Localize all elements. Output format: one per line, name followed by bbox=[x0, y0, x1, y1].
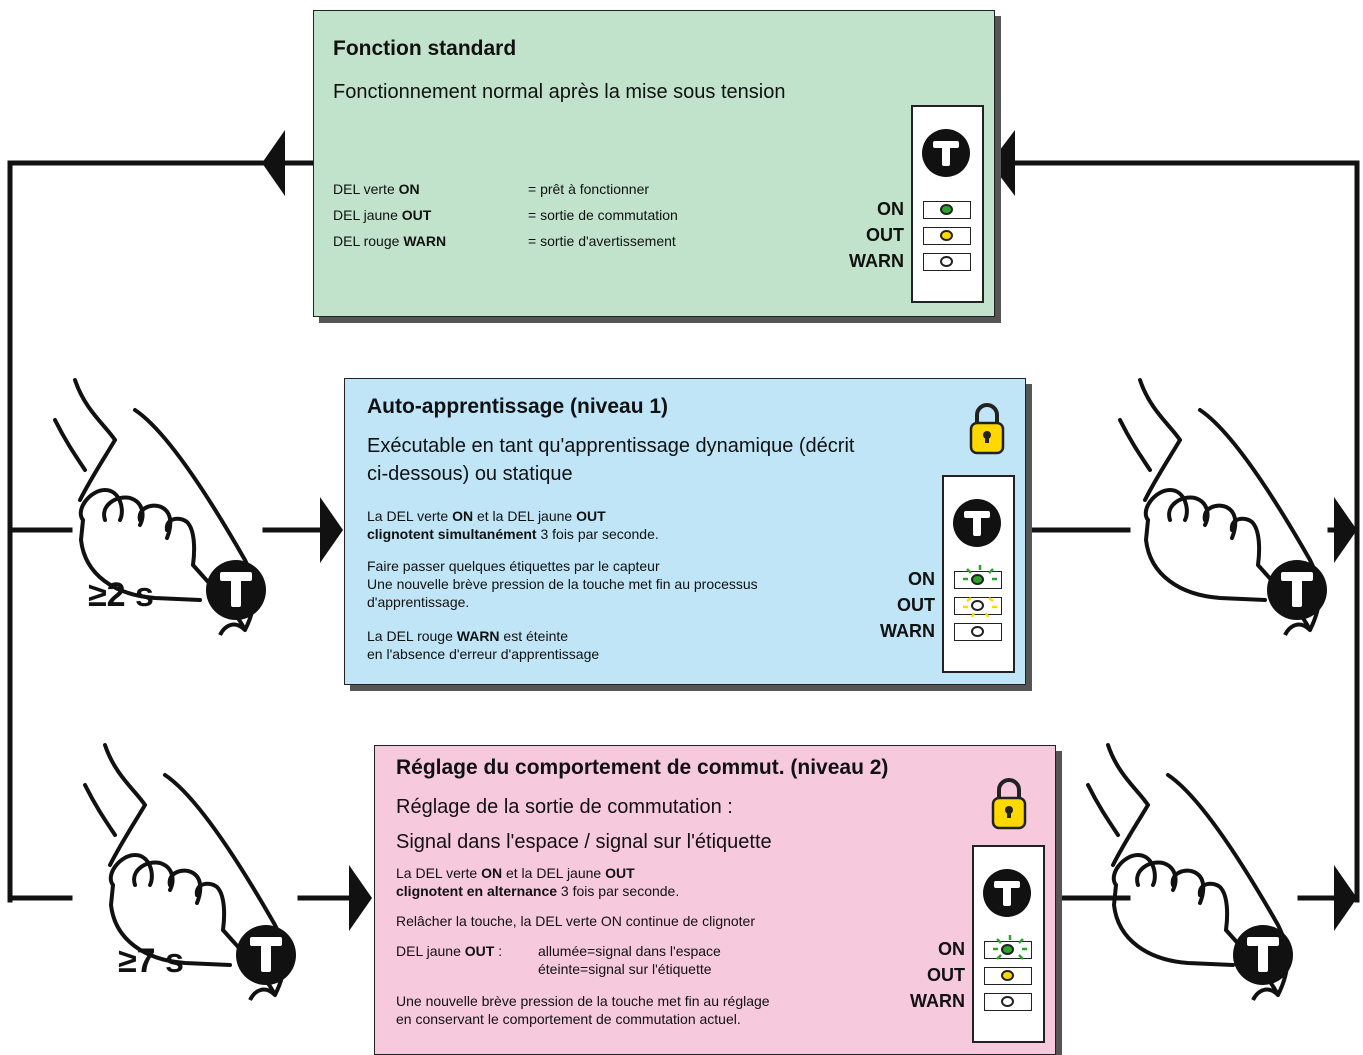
teach-button-icon-left-1 bbox=[206, 560, 266, 620]
row-red-led: DEL rouge WARN bbox=[333, 233, 447, 249]
blink-rays-icon bbox=[963, 565, 997, 618]
row-yellow-led: DEL jaune OUT bbox=[333, 207, 432, 223]
reglage-para1-line2: clignotent en alternance 3 fois par seco… bbox=[396, 883, 680, 899]
sensor-device bbox=[972, 845, 1045, 1043]
row-green-led-desc: = prêt à fonctionner bbox=[528, 181, 650, 197]
blink-rays-icon bbox=[993, 935, 1027, 960]
led-on-blinking bbox=[954, 571, 1002, 589]
led-warn bbox=[984, 993, 1032, 1011]
padlock-icon bbox=[991, 778, 1027, 830]
auto-para2-line1: Faire passer quelques étiquettes par le … bbox=[367, 558, 660, 574]
auto-para3-line1: La DEL rouge WARN est éteinte bbox=[367, 628, 569, 644]
auto-para2-line2: Une nouvelle brève pression de la touche… bbox=[367, 576, 758, 592]
led-label-warn: WARN bbox=[910, 991, 965, 1011]
padlock-icon bbox=[969, 403, 1005, 455]
reglage-para1-line1: La DEL verte ON et la DEL jaune OUT bbox=[396, 865, 635, 881]
row-red-led-desc: = sortie d'avertissement bbox=[528, 233, 676, 249]
teach-button-icon bbox=[953, 499, 1001, 547]
panel-subtitle-line1: Réglage de la sortie de commutation : bbox=[396, 796, 733, 818]
arrow-right-bottom-icon bbox=[1334, 865, 1357, 931]
led-label-out: OUT bbox=[866, 225, 904, 245]
arrow-into-reglage-icon bbox=[349, 865, 372, 931]
reglage-para4-line2: en conservant le comportement de commuta… bbox=[396, 1011, 741, 1027]
panel-subtitle-line2: ci-dessous) ou statique bbox=[367, 463, 573, 485]
led-out bbox=[923, 227, 971, 245]
teach-button-icon bbox=[922, 129, 970, 177]
reglage-para3-label: DEL jaune OUT : bbox=[396, 943, 503, 959]
reglage-para3-off: éteinte=signal sur l'étiquette bbox=[538, 961, 712, 977]
led-label-on: ON bbox=[908, 569, 935, 589]
arrow-left-top-icon bbox=[262, 130, 285, 196]
teach-button-icon bbox=[983, 869, 1031, 917]
duration-level2: ≥7 s bbox=[118, 942, 184, 980]
teach-button-icon-left-2 bbox=[236, 925, 296, 985]
led-label-on: ON bbox=[938, 939, 965, 959]
sensor-device bbox=[911, 105, 984, 303]
auto-para3-line2: en l'absence d'erreur d'apprentissage bbox=[367, 646, 600, 662]
led-on bbox=[923, 201, 971, 219]
sensor-device bbox=[942, 475, 1015, 673]
teach-button-icon-right-2 bbox=[1233, 925, 1293, 985]
led-label-out: OUT bbox=[927, 965, 965, 985]
row-yellow-led-desc: = sortie de commutation bbox=[528, 207, 678, 223]
auto-para1-line1: La DEL verte ON et la DEL jaune OUT bbox=[367, 508, 606, 524]
arrow-right-top-icon bbox=[990, 130, 1015, 196]
duration-level1: ≥2 s bbox=[88, 576, 154, 614]
led-label-warn: WARN bbox=[849, 251, 904, 271]
panel-subtitle-line2: Signal dans l'espace / signal sur l'étiq… bbox=[396, 831, 772, 853]
led-out-blinking bbox=[954, 597, 1002, 615]
arrow-right-mid-icon bbox=[1334, 497, 1357, 563]
row-green-led: DEL verte ON bbox=[333, 181, 420, 197]
led-warn bbox=[954, 623, 1002, 641]
arrow-into-auto-icon bbox=[320, 497, 343, 563]
reglage-para4-line1: Une nouvelle brève pression de la touche… bbox=[396, 993, 770, 1009]
panel-auto-learning: Auto-apprentissage (niveau 1) Exécutable… bbox=[344, 378, 1026, 685]
auto-para1-line2: clignotent simultanément 3 fois par seco… bbox=[367, 526, 659, 542]
panel-subtitle-line1: Exécutable en tant qu'apprentissage dyna… bbox=[367, 435, 855, 457]
teach-button-icon-right-1 bbox=[1267, 560, 1327, 620]
led-label-on: ON bbox=[877, 199, 904, 219]
led-label-out: OUT bbox=[897, 595, 935, 615]
reglage-para2: Relâcher la touche, la DEL verte ON cont… bbox=[396, 913, 756, 929]
panel-title: Réglage du comportement de commut. (nive… bbox=[396, 756, 889, 779]
panel-title: Fonction standard bbox=[333, 37, 517, 60]
panel-switching-setting: Réglage du comportement de commut. (nive… bbox=[374, 745, 1056, 1055]
led-out bbox=[984, 967, 1032, 985]
led-warn bbox=[923, 253, 971, 271]
panel-title: Auto-apprentissage (niveau 1) bbox=[367, 395, 669, 418]
panel-subtitle: Fonctionnement normal après la mise sous… bbox=[333, 81, 786, 103]
led-label-warn: WARN bbox=[880, 621, 935, 641]
panel-standard-function: Fonction standard Fonctionnement normal … bbox=[313, 10, 995, 317]
auto-para2-line3: d'apprentissage. bbox=[367, 594, 470, 610]
reglage-para3-on: allumée=signal dans l'espace bbox=[538, 943, 721, 959]
